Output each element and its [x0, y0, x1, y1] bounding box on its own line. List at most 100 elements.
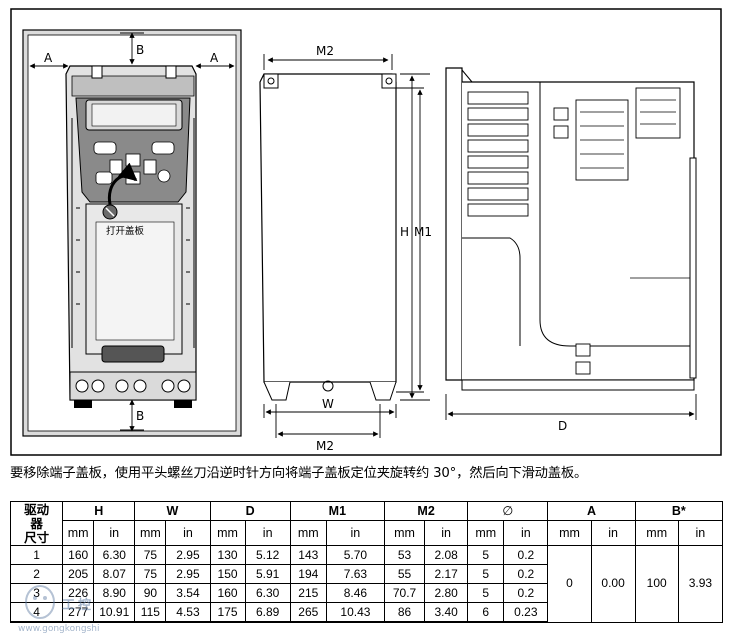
- dim-label-m2-top: M2: [316, 44, 334, 58]
- value-cell: 160: [209, 583, 246, 603]
- unit-cell: in: [503, 520, 549, 546]
- value-cell: 6.30: [244, 583, 291, 603]
- value-cell: 175: [209, 602, 246, 623]
- value-cell: 0.2: [503, 564, 549, 584]
- value-cell: 2.80: [424, 583, 469, 603]
- unit-cell: in: [165, 520, 211, 546]
- value-cell: 75: [134, 545, 167, 565]
- header-a: A: [547, 501, 636, 521]
- value-cell: 143: [289, 545, 327, 565]
- size-cell: 2: [9, 564, 64, 584]
- value-cell: 5: [467, 545, 505, 565]
- value-cell: 70.7: [383, 583, 426, 603]
- value-cell: 5.70: [325, 545, 385, 565]
- dim-label-a-right: A: [210, 51, 219, 65]
- value-cell: 75: [134, 564, 167, 584]
- value-cell: 53: [383, 545, 426, 565]
- header-d: D: [209, 501, 291, 521]
- size-cell: 3: [9, 583, 64, 603]
- value-cell: 86: [383, 602, 426, 623]
- value-cell: 8.90: [93, 583, 136, 603]
- shared-b-mm-cell: 100: [634, 545, 679, 623]
- value-cell: 2.95: [165, 564, 211, 584]
- value-cell: 0.2: [503, 583, 549, 603]
- value-cell: 215: [289, 583, 327, 603]
- unit-cell: mm: [467, 520, 505, 546]
- value-cell: 5: [467, 583, 505, 603]
- unit-cell: in: [677, 520, 724, 546]
- header-h: H: [62, 501, 136, 521]
- unit-cell: mm: [547, 520, 592, 546]
- shared-a-in-cell: 0.00: [590, 545, 636, 623]
- value-cell: 2.08: [424, 545, 469, 565]
- value-cell: 205: [62, 564, 95, 584]
- value-cell: 277: [62, 602, 95, 623]
- value-cell: 115: [134, 602, 167, 623]
- header-b: B*: [634, 501, 724, 521]
- unit-cell: mm: [634, 520, 679, 546]
- dim-label-b-bottom: B: [136, 409, 144, 423]
- value-cell: 6: [467, 602, 505, 623]
- unit-cell: mm: [134, 520, 167, 546]
- value-cell: 5.12: [244, 545, 291, 565]
- size-cell: 1: [9, 545, 64, 565]
- open-cover-label: 打开盖板: [106, 225, 145, 237]
- value-cell: 7.63: [325, 564, 385, 584]
- value-cell: 150: [209, 564, 246, 584]
- unit-cell: in: [424, 520, 469, 546]
- watermark-text: 工控: [62, 598, 95, 613]
- value-cell: 160: [62, 545, 95, 565]
- caption: 要移除端子盖板，使用平头螺丝刀沿逆时针方向将端子盖板定位夹旋转约 30°，然后向…: [10, 466, 588, 481]
- header-diameter: ∅: [467, 501, 549, 521]
- value-cell: 5: [467, 564, 505, 584]
- value-cell: 2.17: [424, 564, 469, 584]
- header-w: W: [134, 501, 211, 521]
- value-cell: 0.2: [503, 545, 549, 565]
- value-cell: 265: [289, 602, 327, 623]
- value-cell: 8.46: [325, 583, 385, 603]
- shared-b-in-cell: 3.93: [677, 545, 724, 623]
- shared-a-mm-cell: 0: [547, 545, 592, 623]
- unit-cell: mm: [62, 520, 95, 546]
- dim-label-w: W: [322, 397, 334, 411]
- front-view: 打开盖板 A A B: [22, 29, 242, 437]
- value-cell: 0.23: [503, 602, 549, 623]
- value-cell: 130: [209, 545, 246, 565]
- value-cell: 3.40: [424, 602, 469, 623]
- side-view: D: [445, 67, 697, 433]
- outline-view: M2 W M2 H M1: [259, 44, 432, 453]
- unit-cell: mm: [383, 520, 426, 546]
- value-cell: 8.07: [93, 564, 136, 584]
- value-cell: 6.30: [93, 545, 136, 565]
- value-cell: 5.91: [244, 564, 291, 584]
- value-cell: 6.89: [244, 602, 291, 623]
- unit-cell: in: [325, 520, 385, 546]
- dim-label-m2-bottom: M2: [316, 439, 334, 453]
- dim-label-d: D: [558, 419, 567, 433]
- dim-label-b-top: B: [136, 43, 144, 57]
- header-m2: M2: [383, 501, 469, 521]
- dimension-drawing: 打开盖板 A A B: [10, 8, 722, 456]
- value-cell: 10.43: [325, 602, 385, 623]
- unit-cell: in: [590, 520, 636, 546]
- value-cell: 2.95: [165, 545, 211, 565]
- value-cell: 55: [383, 564, 426, 584]
- unit-cell: in: [244, 520, 291, 546]
- size-cell: 4: [9, 602, 64, 623]
- unit-cell: in: [93, 520, 136, 546]
- value-cell: 194: [289, 564, 327, 584]
- unit-cell: mm: [209, 520, 246, 546]
- header-m1: M1: [289, 501, 385, 521]
- value-cell: 4.53: [165, 602, 211, 623]
- value-cell: 3.54: [165, 583, 211, 603]
- unit-cell: mm: [289, 520, 327, 546]
- value-cell: 10.91: [93, 602, 136, 623]
- dim-label-a-left: A: [44, 51, 53, 65]
- dim-label-h: H: [400, 225, 409, 239]
